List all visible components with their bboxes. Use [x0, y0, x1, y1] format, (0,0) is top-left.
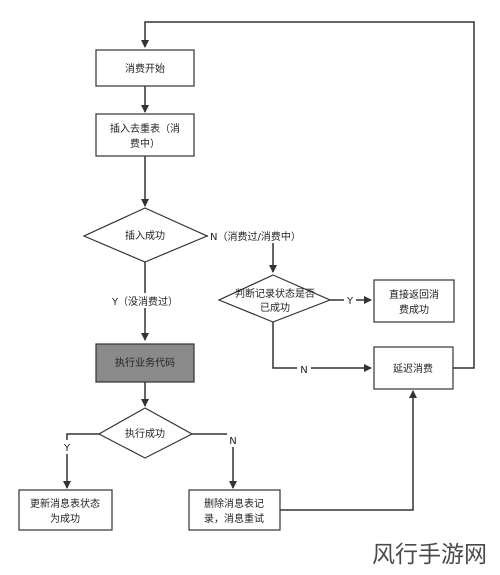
edge-label-bg-insert-no [208, 228, 308, 243]
edge-label-bg-check-no [297, 362, 311, 376]
edge-label-insert-yes: Y（没消费过） [111, 295, 178, 308]
edge-label-bg-insert-yes [103, 293, 187, 308]
edge-label-bg-exec-yes [61, 440, 73, 454]
node-delete-retry-label-1: 删除消息表记 [204, 497, 264, 510]
node-exec-ok-diamond [97, 407, 194, 459]
node-return-ok-box [373, 279, 455, 323]
edge-exec-no [192, 433, 237, 489]
node-return-ok-label-1: 直接返回消 [389, 288, 439, 301]
node-check-record-label-1: 判断记录状态是否 [235, 287, 315, 300]
node-exec-code-box [95, 343, 195, 383]
node-exec-ok-label: 执行成功 [125, 427, 165, 440]
node-update-ok-label-2: 为成功 [50, 513, 80, 525]
node-update-ok-box [18, 489, 113, 531]
node-insert-dedup-box [95, 113, 195, 157]
edge-label-check-yes: Y [346, 296, 354, 307]
node-insert-ok-label: 插入成功 [125, 229, 165, 242]
node-start-label: 消费开始 [125, 62, 165, 75]
node-delete-retry-box [188, 489, 281, 531]
node-check-record-label-2: 已成功 [260, 302, 290, 314]
edge-label-exec-no: N [229, 436, 236, 447]
node-update-ok-label-1: 更新消息表状态 [30, 497, 100, 510]
node-return-ok-label-2: 费成功 [399, 303, 429, 316]
node-start-box [95, 49, 195, 87]
node-check-record-diamond [217, 274, 332, 323]
edge-label-exec-yes: Y [63, 443, 71, 454]
node-delay-label: 延迟消费 [393, 362, 433, 375]
edge-delay-loop [141, 21, 475, 369]
edge-check-no [272, 322, 372, 372]
edge-delete-to-delay [280, 390, 417, 511]
edge-exec-yes [63, 433, 99, 489]
node-insert-dedup-label-1: 插入去重表（消 [110, 122, 180, 135]
edge-label-insert-no: N（消费过/消费中） [210, 230, 301, 243]
edge-label-bg-exec-no [227, 433, 240, 447]
node-delete-retry-label-2: 录，消息重试 [204, 512, 264, 525]
watermark: 风行手游网 [372, 542, 487, 568]
node-delay-box [373, 346, 454, 390]
node-insert-ok-diamond [82, 207, 209, 263]
node-exec-code-label: 执行业务代码 [115, 356, 175, 369]
node-insert-dedup-label-2: 费中） [130, 137, 160, 150]
edge-label-bg-check-yes [344, 293, 356, 307]
edge-label-check-no: N [300, 365, 307, 376]
